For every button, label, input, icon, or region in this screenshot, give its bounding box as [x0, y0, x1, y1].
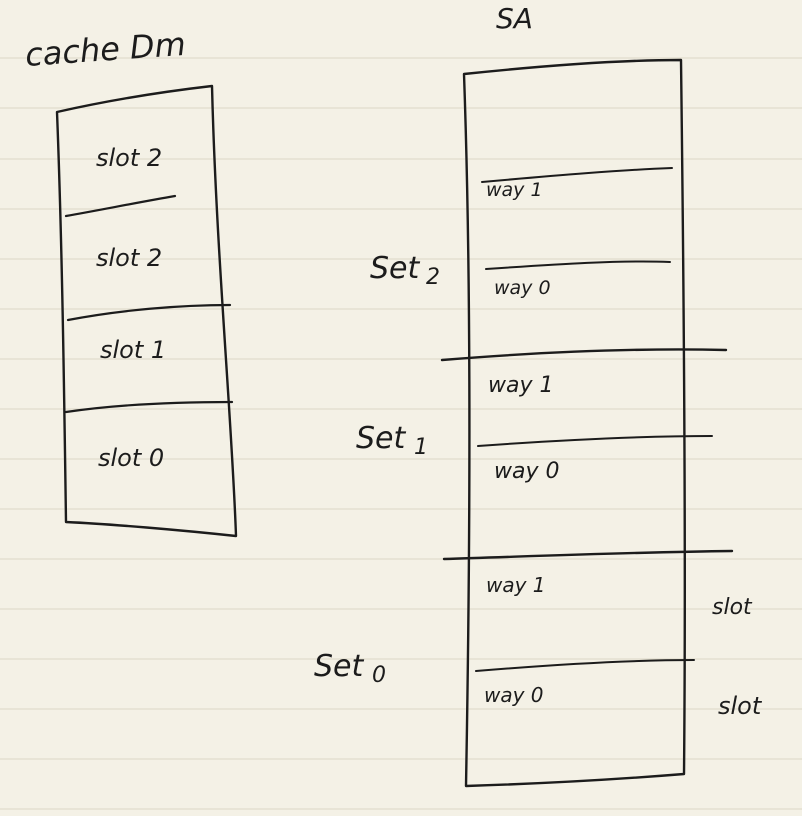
notebook-ruling: [0, 57, 802, 810]
way-divider-set0: [475, 659, 695, 672]
way-label-set1-way1: way 1: [488, 373, 553, 398]
sa-box: [462, 58, 687, 788]
cache-dm-box: [55, 84, 238, 538]
slot-divider-3: [64, 400, 234, 414]
slot-label-row2: slot 2: [96, 244, 162, 272]
slot-label-row4: slot 0: [98, 444, 164, 472]
svg-text:0: 0: [372, 663, 386, 688]
slot-divider-1: [64, 194, 177, 218]
way-label-set1-way0: way 0: [494, 459, 559, 484]
svg-text:Set: Set: [314, 649, 365, 684]
right-diagram-title: SA: [496, 2, 533, 35]
svg-text:1: 1: [414, 435, 428, 460]
way-label-set2-way1: way 1: [486, 179, 543, 201]
slot-annotation-bottom: slot: [718, 692, 763, 720]
slot-label-row1: slot 2: [96, 144, 162, 172]
way-divider-set2: [485, 260, 671, 270]
svg-text:2: 2: [426, 265, 440, 290]
svg-text:Set: Set: [356, 421, 407, 456]
way-label-set0-way1: way 1: [486, 573, 546, 597]
left-diagram-title: cache Dm: [24, 25, 187, 74]
way-label-set0-way0: way 0: [484, 683, 544, 707]
slot-divider-2: [66, 303, 232, 322]
way-divider-set2-top: [481, 167, 673, 183]
set-label-0: Set 0: [314, 649, 386, 688]
slot-annotation-top: slot: [712, 595, 753, 620]
way-label-set2-way0: way 0: [494, 277, 551, 299]
set-label-2: Set 2: [370, 251, 440, 290]
way-divider-set1: [477, 435, 713, 447]
svg-text:Set: Set: [370, 251, 421, 286]
set-divider-2-1: [440, 348, 728, 362]
set-divider-1-0: [442, 549, 734, 561]
slot-label-row3: slot 1: [100, 336, 166, 364]
set-label-1: Set 1: [356, 421, 428, 460]
